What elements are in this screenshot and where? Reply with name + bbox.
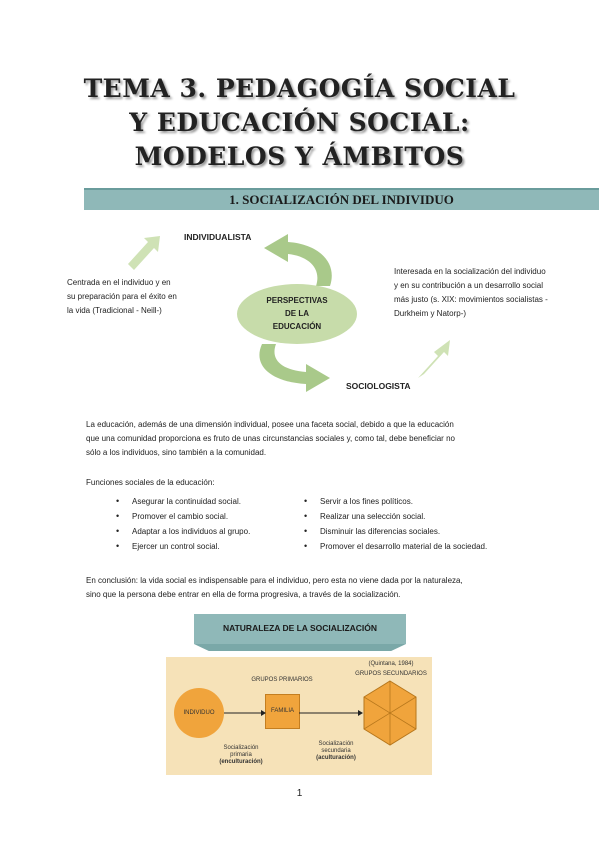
soc-secundaria-line-2: secundaria [321, 748, 351, 754]
page-title: TEMA 3. PEDAGOGÍA SOCIAL Y EDUCACIÓN SOC… [0, 72, 599, 174]
right-desc-line-4: Durkheim y Natorp-) [394, 309, 467, 318]
soc-primaria-line-3: (enculturación) [219, 759, 263, 765]
arrow-up-left-icon [128, 236, 160, 270]
title-line-3: MODELOS Y ÁMBITOS [134, 142, 465, 171]
page-number: 1 [296, 788, 303, 799]
curved-arrow-bottom-icon [259, 344, 330, 392]
list-item: Asegurar la continuidad social. [116, 494, 306, 509]
functions-heading: Funciones sociales de la educación: [86, 478, 215, 487]
soc-secundaria-line-3: (aculturación) [316, 755, 356, 761]
individuo-circle [174, 688, 224, 738]
arrow-right-icon [261, 710, 266, 716]
section-heading: 1. SOCIALIZACIÓN DEL INDIVIDUO [229, 192, 454, 207]
left-desc-line-2: su preparación para el éxito en [67, 292, 177, 301]
ellipse-text: PERSPECTIVAS DE LA EDUCACIÓN [237, 294, 357, 333]
label-sociologista: SOCIOLOGISTA [346, 381, 411, 391]
section-heading-bar: 1. SOCIALIZACIÓN DEL INDIVIDUO [84, 188, 599, 210]
list-item: Servir a los fines políticos. [304, 494, 544, 509]
familia-square [265, 694, 300, 729]
right-desc-line-3: más justo (s. XIX: movimientos socialist… [394, 295, 548, 304]
soc-primaria-line-1: Socialización [223, 745, 259, 751]
perspectives-ellipse: PERSPECTIVAS DE LA EDUCACIÓN [237, 284, 357, 344]
functions-list-left: Asegurar la continuidad social. Promover… [104, 494, 306, 554]
left-desc-line-1: Centrada en el individuo y en [67, 278, 171, 287]
right-desc-line-2: y en su contribución a un desarrollo soc… [394, 281, 543, 290]
list-item: Promover el desarrollo material de la so… [304, 539, 544, 554]
soc-primaria-line-2: primaria [230, 752, 252, 758]
list-item: Promover el cambio social. [116, 509, 306, 524]
right-desc-line-1: Interesada en la socialización del indiv… [394, 267, 546, 276]
arrow-up-right-icon [418, 340, 450, 378]
label-individualista: INDIVIDUALISTA [184, 232, 252, 242]
education-paragraph: La educación, además de una dimensión in… [86, 418, 518, 460]
curved-arrow-top-icon [264, 234, 332, 286]
label-grupos-secundarios: GRUPOS SECUNDARIOS [355, 671, 427, 677]
socializacion-secundaria: Socialización secundaria (aculturación) [301, 741, 371, 762]
list-item: Realizar una selección social. [304, 509, 544, 524]
arrow-right-icon [358, 710, 363, 716]
conclusion-paragraph: En conclusión: la vida social es indispe… [86, 574, 526, 602]
paragraph-line-1: La educación, además de una dimensión in… [86, 420, 454, 429]
figure-arrows [224, 680, 417, 746]
paragraph-line-2: que una comunidad proporciona es fruto d… [86, 434, 455, 443]
list-item: Adaptar a los individuos al grupo. [116, 524, 306, 539]
list-item: Ejercer un control social. [116, 539, 306, 554]
title-line-1: TEMA 3. PEDAGOGÍA SOCIAL [83, 74, 516, 103]
socializacion-primaria: Socialización primaria (enculturación) [206, 745, 276, 766]
list-item: Disminuir las diferencias sociales. [304, 524, 544, 539]
ellipse-line-3: EDUCACIÓN [272, 322, 322, 331]
socialization-figure: (Quintana, 1984) GRUPOS PRIMARIOS GRUPOS… [166, 657, 432, 775]
conclusion-line-1: En conclusión: la vida social es indispe… [86, 576, 463, 585]
functions-list-right: Servir a los fines políticos. Realizar u… [292, 494, 544, 554]
label-grupos-primarios: GRUPOS PRIMARIOS [251, 677, 313, 683]
label-familia: FAMILIA [270, 708, 294, 714]
sociologista-description: Interesada en la socialización del indiv… [394, 265, 584, 321]
paragraph-line-3: sólo a los individuos, sino también a la… [86, 448, 267, 457]
left-desc-line-3: la vida (Tradicional - Neill-) [67, 306, 162, 315]
ellipse-line-1: PERSPECTIVAS [266, 296, 328, 305]
label-individuo: INDIVIDUO [183, 710, 215, 716]
title-line-2: Y EDUCACIÓN SOCIAL: [129, 108, 470, 137]
soc-secundaria-line-1: Socialización [318, 741, 354, 747]
nature-heading-box: NATURALEZA DE LA SOCIALIZACIÓN [194, 614, 406, 644]
individualista-description: Centrada en el individuo y en su prepara… [67, 276, 227, 318]
nature-heading: NATURALEZA DE LA SOCIALIZACIÓN [222, 623, 378, 633]
ellipse-line-2: DE LA [285, 309, 309, 318]
figure-source: (Quintana, 1984) [368, 661, 414, 667]
conclusion-line-2: sino que la persona debe entrar en ella … [86, 590, 401, 599]
